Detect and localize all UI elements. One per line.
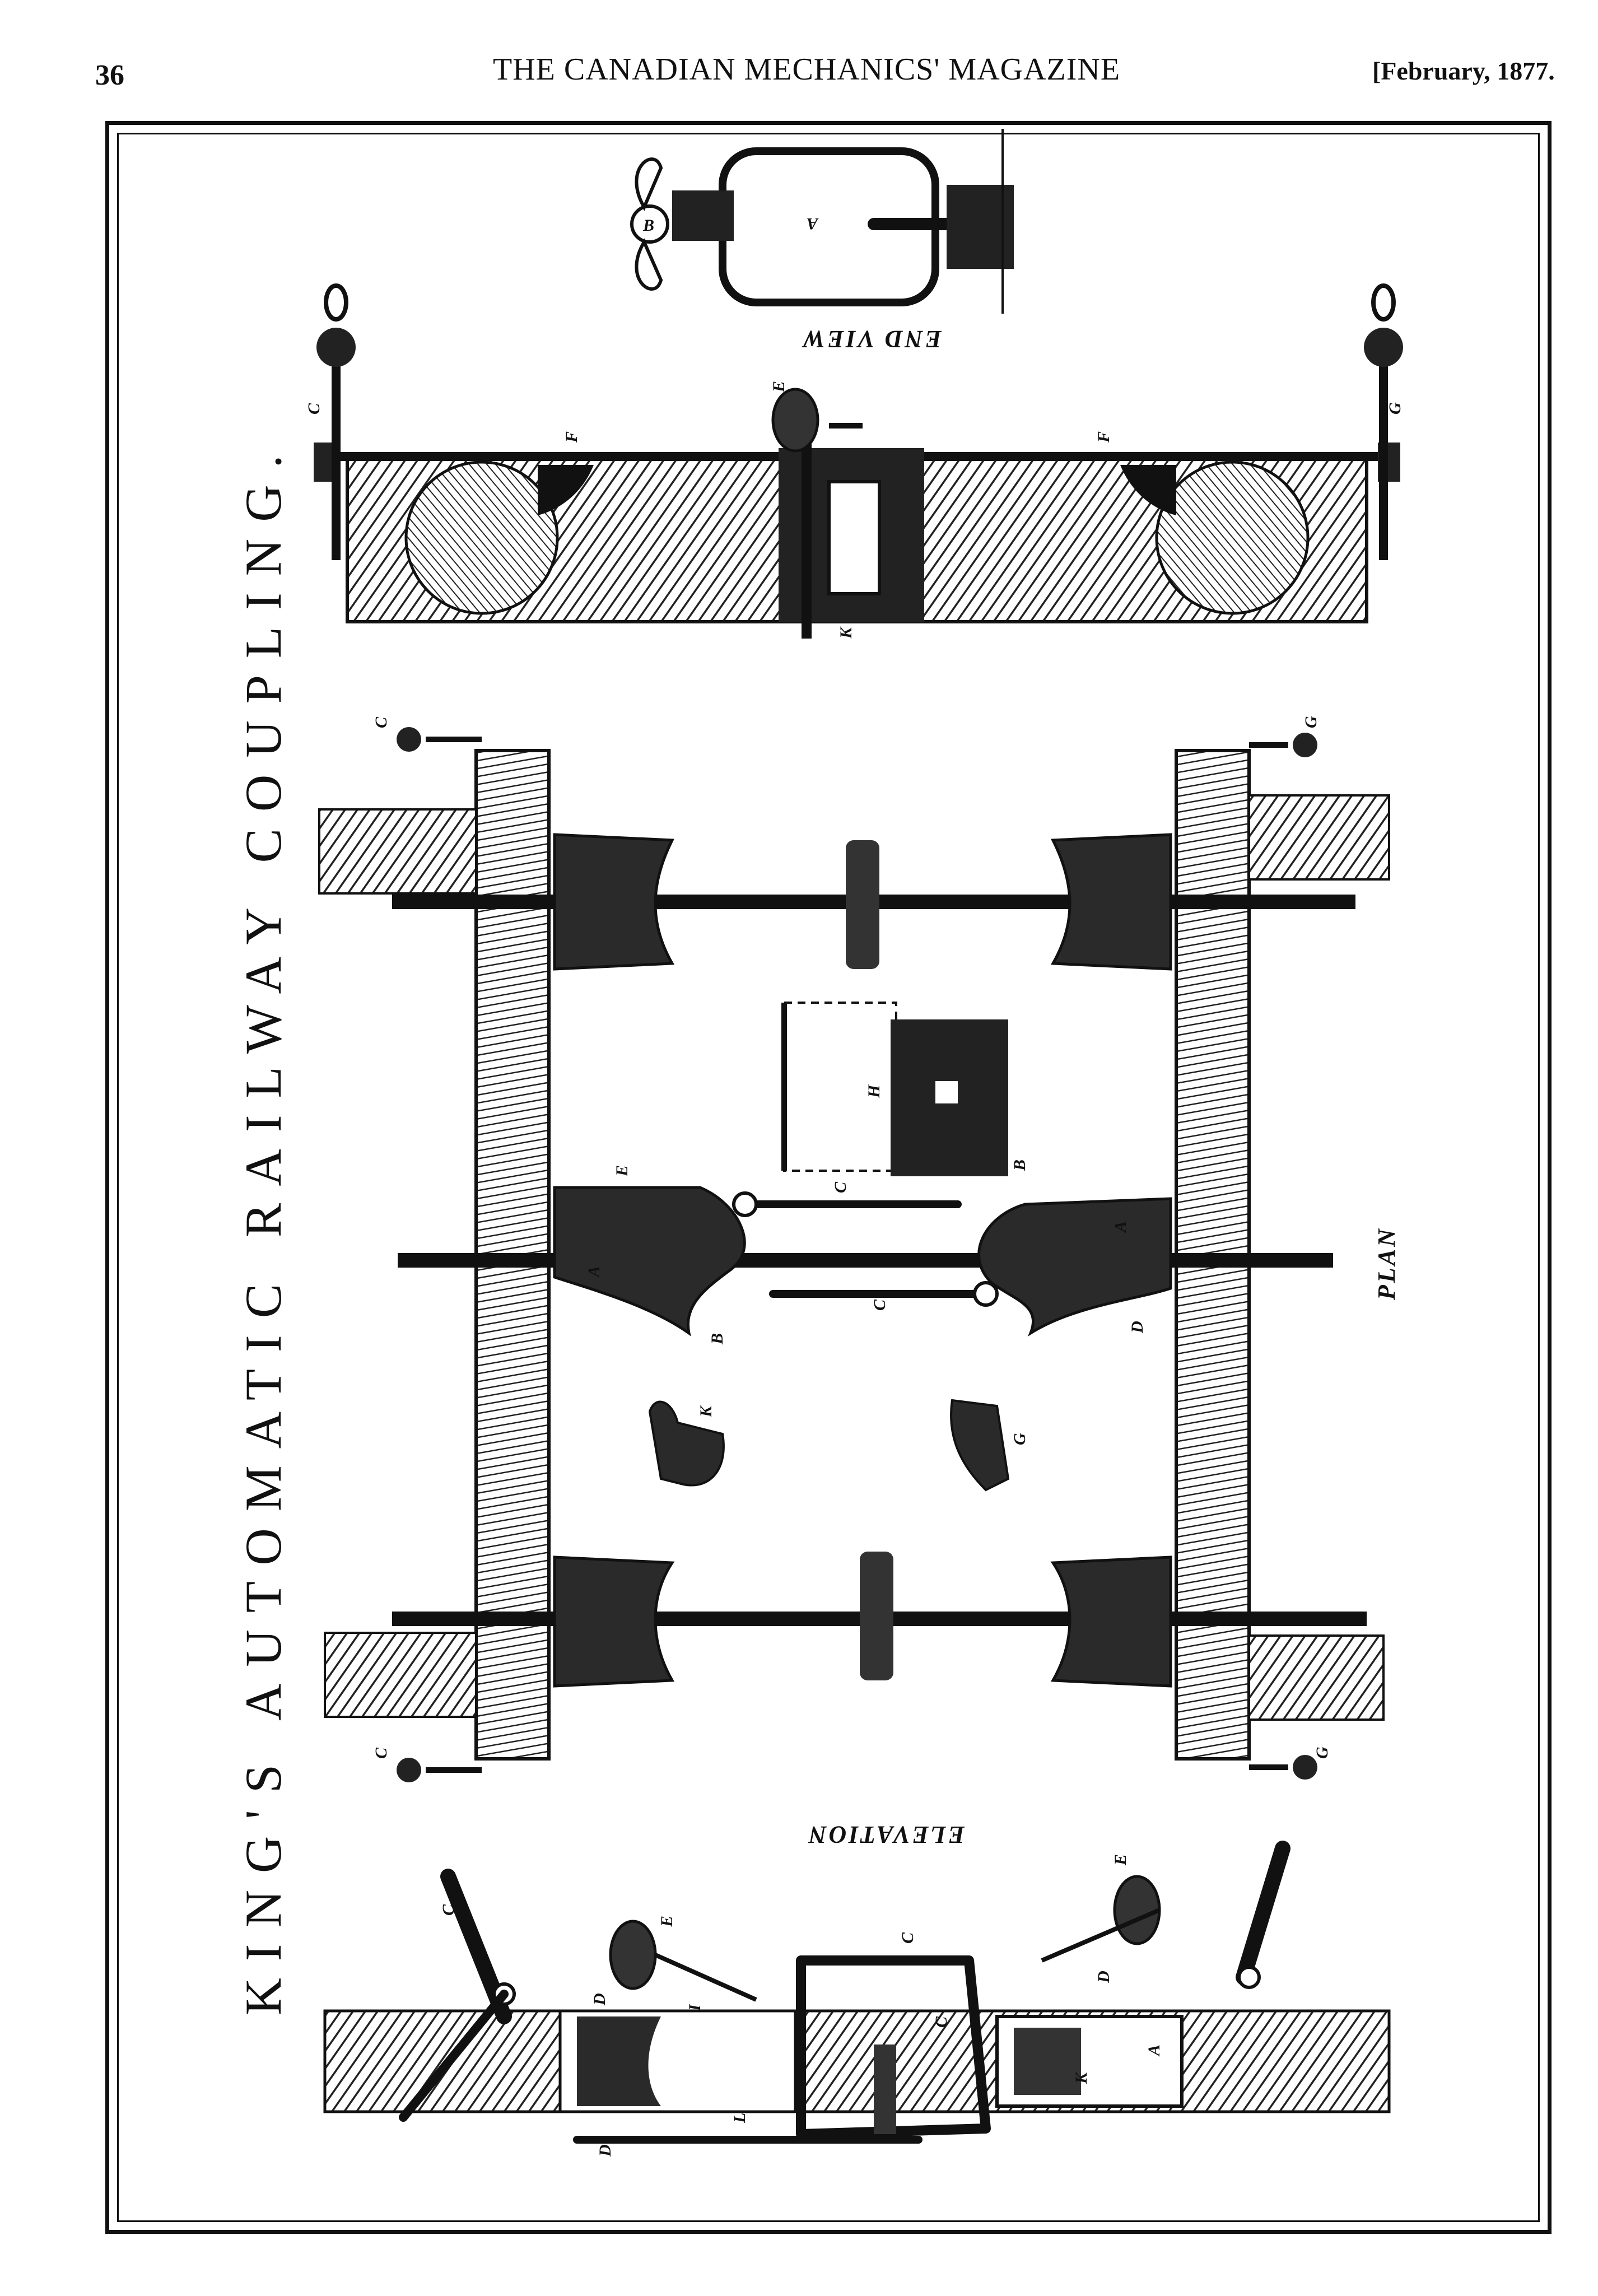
svg-text:K: K [837, 626, 855, 639]
svg-text:G: G [1313, 1747, 1331, 1759]
upper-beam-figure: C G F F E K [305, 283, 1404, 639]
plan-caption: PLAN [1372, 1227, 1400, 1300]
end-view-caption: END VIEW [801, 325, 942, 353]
svg-text:I: I [686, 2004, 704, 2011]
svg-text:L: L [730, 2113, 749, 2123]
svg-text:E: E [1111, 1854, 1130, 1866]
svg-text:C: C [898, 1932, 917, 1944]
svg-text:F: F [562, 431, 581, 443]
svg-text:A: A [1111, 1221, 1130, 1233]
svg-text:C: C [932, 2016, 951, 2028]
magazine-title: THE CANADIAN MECHANICS' MAGAZINE [493, 52, 1121, 87]
svg-text:A: A [807, 215, 819, 233]
svg-text:H: H [865, 1084, 883, 1098]
issue-date: [February, 1877. [1372, 57, 1555, 85]
svg-text:E: E [658, 1916, 676, 1927]
page-header: 36 THE CANADIAN MECHANICS' MAGAZINE [Feb… [0, 0, 1598, 112]
svg-text:E: E [613, 1165, 631, 1177]
svg-text:D: D [596, 2144, 614, 2157]
svg-text:B: B [1010, 1159, 1029, 1171]
svg-text:G: G [1302, 716, 1320, 728]
svg-text:B: B [642, 216, 654, 235]
svg-text:C: C [439, 1904, 458, 1916]
plan-view-figure: C G C G E C C B B A A D H K G [318, 716, 1390, 1782]
plate-title: KING'S AUTOMATIC RAILWAY COUPLING. [235, 438, 292, 2015]
svg-text:K: K [697, 1405, 715, 1418]
svg-text:E: E [770, 381, 788, 393]
lower-elevation-figure: C E D I C C E D A K L D [323, 1841, 1391, 2157]
svg-text:C: C [831, 1181, 850, 1193]
svg-text:K: K [1072, 2071, 1091, 2084]
end-view-figure: B A [630, 129, 1014, 314]
svg-text:A: A [1145, 2044, 1163, 2057]
svg-text:G: G [1010, 1433, 1029, 1445]
svg-text:C: C [305, 403, 323, 415]
svg-text:A: A [585, 1266, 603, 1278]
elevation-caption: ELEVATION [807, 1821, 965, 1848]
svg-text:D: D [1094, 1971, 1113, 1983]
svg-text:B: B [708, 1333, 726, 1345]
svg-text:C: C [372, 1747, 390, 1759]
svg-text:C: C [372, 716, 390, 728]
svg-text:C: C [870, 1299, 889, 1311]
svg-text:F: F [1094, 431, 1113, 443]
svg-text:D: D [1128, 1321, 1147, 1334]
page-number: 36 [95, 59, 124, 91]
svg-text:G: G [1386, 402, 1404, 415]
engraving-plate [105, 121, 1552, 2234]
svg-text:D: D [590, 1993, 609, 2006]
